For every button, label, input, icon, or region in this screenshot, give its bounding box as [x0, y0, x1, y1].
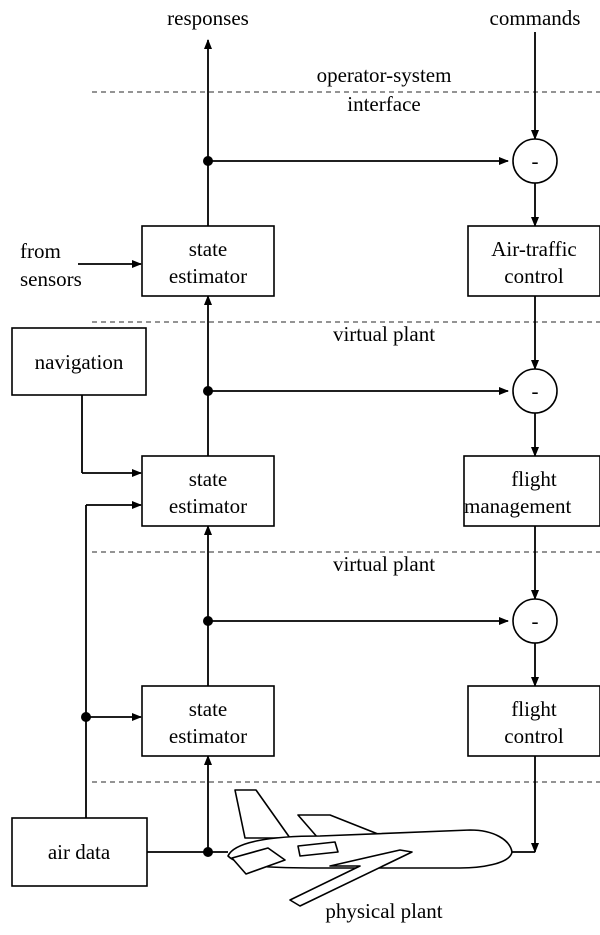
summing-junction-1: -: [512, 138, 558, 184]
virtual-plant-label-2: virtual plant: [333, 552, 435, 576]
air-data-junction-dot: [81, 712, 91, 722]
air-traffic-control-line1: Air-traffic: [491, 237, 576, 261]
flight-control-block: flight control: [467, 685, 600, 757]
state-estimator-mid-line1: state: [189, 467, 227, 491]
state-estimator-top-line2: estimator: [169, 264, 247, 288]
air-data-block: air data: [11, 817, 148, 887]
summing-junction-3: -: [512, 598, 558, 644]
navigation-label: navigation: [35, 350, 124, 374]
junction-dot-1: [203, 156, 213, 166]
operator-system-label: operator-system: [317, 63, 452, 87]
state-estimator-mid-line2: estimator: [169, 494, 247, 518]
junction-dot-3: [203, 616, 213, 626]
flight-control-line1: flight: [511, 697, 557, 721]
plant-junction-dot: [203, 847, 213, 857]
minus-sign-1: -: [532, 149, 539, 173]
air-traffic-control-block: Air-traffic control: [467, 225, 600, 297]
navigation-block: navigation: [11, 327, 147, 396]
state-estimator-top: state estimator: [141, 225, 275, 297]
commands-label: commands: [490, 6, 581, 30]
state-estimator-top-line1: state: [189, 237, 227, 261]
physical-plant-label: physical plant: [325, 899, 442, 923]
state-estimator-mid: state estimator: [141, 455, 275, 527]
flight-control-line2: control: [504, 724, 564, 748]
responses-label: responses: [167, 6, 249, 30]
flight-management-block: flight management: [463, 455, 600, 527]
interface-label: interface: [347, 92, 420, 116]
flight-management-line2: management: [464, 494, 571, 518]
airplane-icon: [227, 789, 513, 907]
virtual-plant-label-1: virtual plant: [333, 322, 435, 346]
from-sensors-label-line1: from: [20, 239, 61, 263]
state-estimator-low-line1: state: [189, 697, 227, 721]
minus-sign-2: -: [532, 379, 539, 403]
from-sensors-label-line2: sensors: [20, 267, 82, 291]
flight-management-line1: flight: [511, 467, 557, 491]
state-estimator-low: state estimator: [141, 685, 275, 757]
state-estimator-low-line2: estimator: [169, 724, 247, 748]
minus-sign-3: -: [532, 609, 539, 633]
air-traffic-control-line2: control: [504, 264, 564, 288]
junction-dot-2: [203, 386, 213, 396]
air-data-label: air data: [48, 840, 111, 864]
summing-junction-2: -: [512, 368, 558, 414]
